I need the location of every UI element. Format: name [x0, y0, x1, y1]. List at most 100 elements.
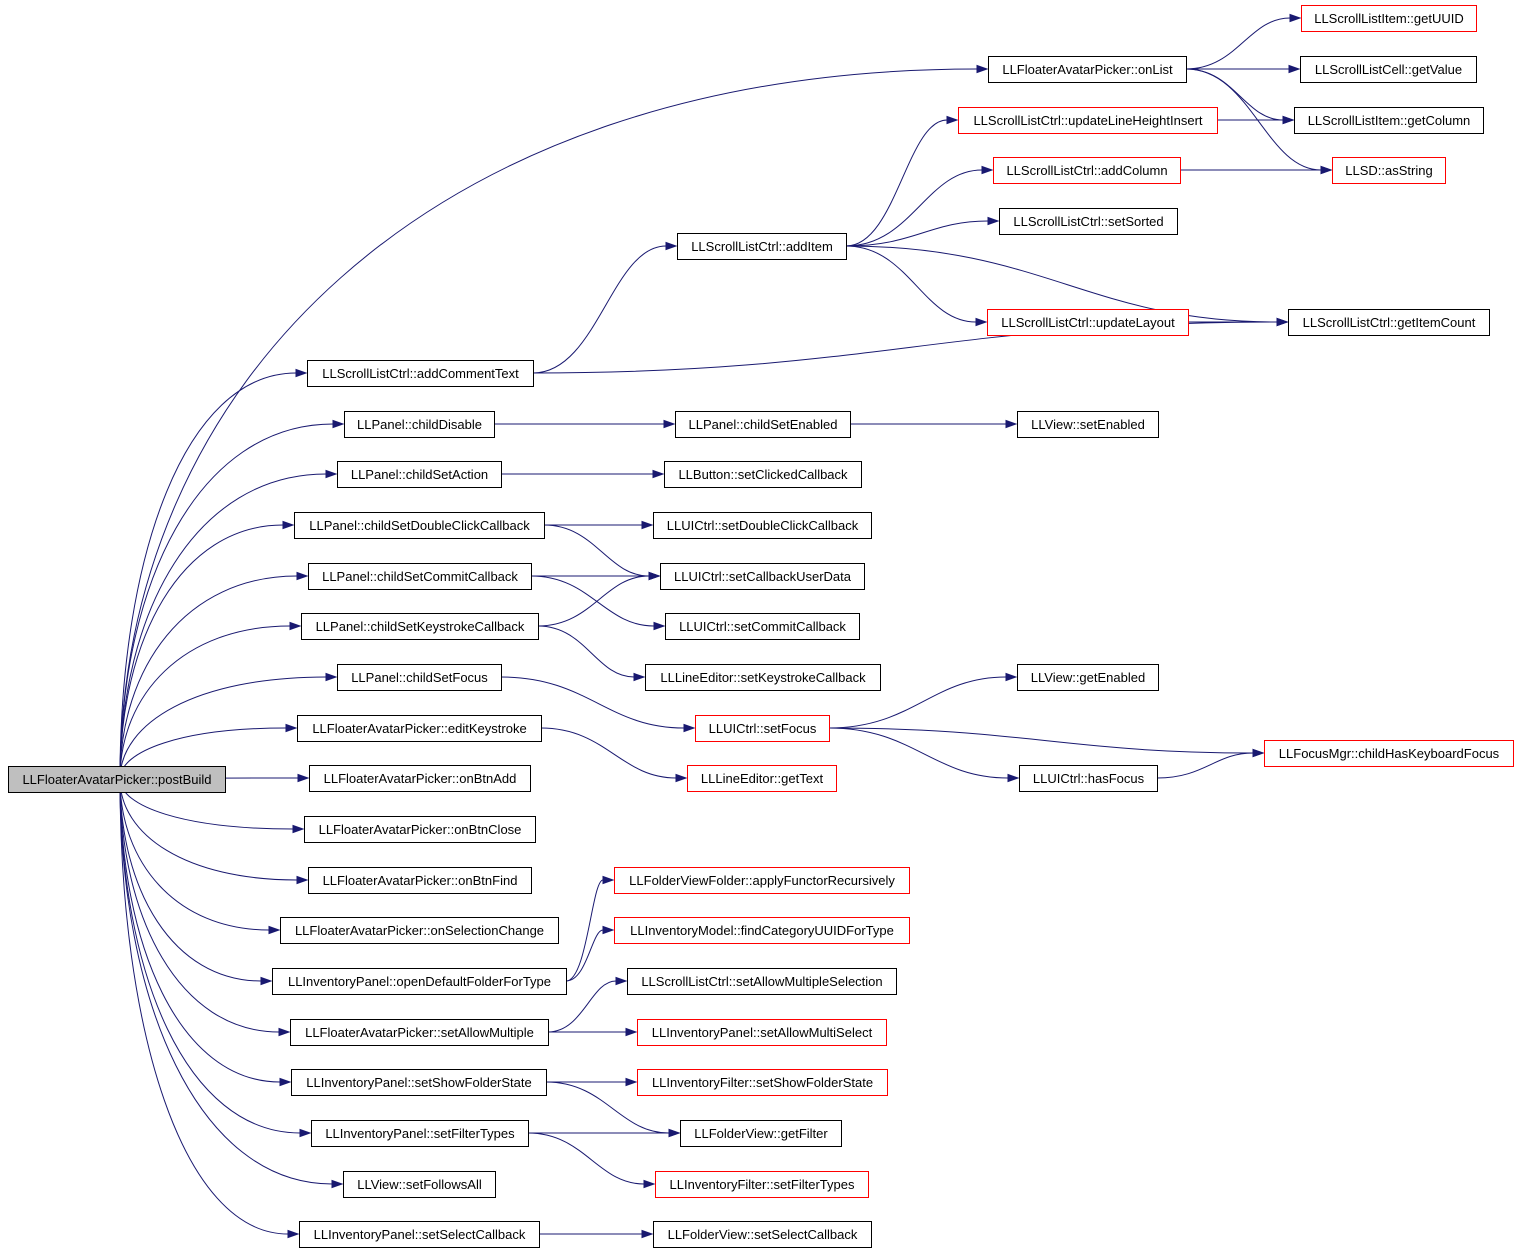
node-box [614, 917, 910, 944]
arrowhead-icon [633, 672, 646, 682]
node-layer: LLFloaterAvatarPicker::postBuildLLFloate… [8, 5, 1514, 1248]
graph-node-filter-set-ft[interactable]: LLInventoryFilter::setFilterTypes [655, 1171, 869, 1198]
graph-node-on-btn-add[interactable]: LLFloaterAvatarPicker::onBtnAdd [309, 765, 531, 792]
graph-node-as-string[interactable]: LLSD::asString [1332, 157, 1446, 184]
node-box [653, 512, 872, 539]
graph-node-child-set-kc[interactable]: LLPanel::childSetKeystrokeCallback [301, 613, 539, 640]
call-edge-edit-keystroke-to-get-text [540, 727, 688, 783]
graph-node-add-item[interactable]: LLScrollListCtrl::addItem [677, 233, 847, 260]
graph-node-set-show-fs[interactable]: LLInventoryPanel::setShowFolderState [291, 1069, 547, 1096]
graph-node-set-ams[interactable]: LLScrollListCtrl::setAllowMultipleSelect… [627, 968, 897, 995]
graph-node-set-enabled[interactable]: LLView::setEnabled [1017, 411, 1159, 438]
node-label: LLUICtrl::setCommitCallback [679, 619, 846, 634]
edge-line [527, 1132, 645, 1185]
edge-line [547, 980, 617, 1033]
graph-node-get-text[interactable]: LLLineEditor::getText [687, 765, 837, 792]
node-box [308, 563, 532, 590]
graph-node-find-cat[interactable]: LLInventoryModel::findCategoryUUIDForTyp… [614, 917, 910, 944]
graph-node-edit-keystroke[interactable]: LLFloaterAvatarPicker::editKeystroke [297, 715, 542, 742]
graph-node-set-allow-multiple[interactable]: LLFloaterAvatarPicker::setAllowMultiple [290, 1019, 549, 1046]
node-box [290, 1019, 549, 1046]
call-edge-set-focus-to-child-has-kf [828, 727, 1265, 758]
graph-node-set-cb-user-data[interactable]: LLUICtrl::setCallbackUserData [660, 563, 865, 590]
graph-node-on-btn-find[interactable]: LLFloaterAvatarPicker::onBtnFind [308, 867, 532, 894]
arrowhead-icon [976, 64, 989, 74]
edge-line [530, 575, 655, 627]
graph-node-add-column[interactable]: LLScrollListCtrl::addColumn [993, 157, 1181, 184]
arrowhead-icon [295, 368, 308, 378]
graph-node-child-has-kf[interactable]: LLFocusMgr::childHasKeyboardFocus [1264, 740, 1514, 767]
arrowhead-icon [299, 1128, 312, 1138]
call-edge-child-set-cc-to-set-commit-cb [530, 575, 666, 631]
graph-node-on-sel-change[interactable]: LLFloaterAvatarPicker::onSelectionChange [280, 917, 559, 944]
node-label: LLScrollListCtrl::addCommentText [322, 366, 519, 381]
call-edge-child-set-dcc-to-set-dcc [544, 520, 654, 530]
call-edge-set-focus-to-has-focus [828, 727, 1020, 783]
graph-node-child-disable[interactable]: LLPanel::childDisable [344, 411, 495, 438]
node-label: LLInventoryPanel::openDefaultFolderForTy… [288, 974, 551, 989]
graph-node-filter-show-fs[interactable]: LLInventoryFilter::setShowFolderState [637, 1069, 888, 1096]
node-label: LLFloaterAvatarPicker::onList [1002, 62, 1173, 77]
graph-node-set-commit-cb[interactable]: LLUICtrl::setCommitCallback [665, 613, 860, 640]
graph-node-update-lhi[interactable]: LLScrollListCtrl::updateLineHeightInsert [958, 107, 1218, 134]
node-box [301, 613, 539, 640]
node-label: LLScrollListCtrl::setAllowMultipleSelect… [641, 974, 882, 989]
node-label: LLFloaterAvatarPicker::onBtnFind [323, 873, 518, 888]
graph-node-set-filter-types[interactable]: LLInventoryPanel::setFilterTypes [311, 1120, 529, 1147]
arrowhead-icon [683, 723, 696, 733]
graph-node-set-focus[interactable]: LLUICtrl::setFocus [695, 715, 830, 742]
graph-node-child-set-action[interactable]: LLPanel::childSetAction [337, 461, 502, 488]
graph-node-child-set-focus[interactable]: LLPanel::childSetFocus [337, 664, 502, 691]
graph-node-has-focus[interactable]: LLUICtrl::hasFocus [1019, 765, 1158, 792]
call-edge-on-list-to-get-value [1186, 64, 1301, 74]
node-box [1017, 664, 1159, 691]
arrowhead-icon [981, 165, 994, 175]
call-edge-child-set-enabled-to-set-enabled [850, 419, 1018, 429]
graph-node-fv-set-select-cb[interactable]: LLFolderView::setSelectCallback [653, 1221, 872, 1248]
graph-node-apply-fr[interactable]: LLFolderViewFolder::applyFunctorRecursiv… [614, 867, 910, 894]
graph-node-child-set-enabled[interactable]: LLPanel::childSetEnabled [675, 411, 851, 438]
graph-node-set-clicked-cb[interactable]: LLButton::setClickedCallback [664, 461, 862, 488]
graph-node-root[interactable]: LLFloaterAvatarPicker::postBuild [8, 766, 226, 793]
graph-node-set-dcc[interactable]: LLUICtrl::setDoubleClickCallback [653, 512, 872, 539]
graph-node-get-enabled[interactable]: LLView::getEnabled [1017, 664, 1159, 691]
arrowhead-icon [260, 976, 273, 986]
node-box [637, 1069, 888, 1096]
graph-node-set-allow-multi-select[interactable]: LLInventoryPanel::setAllowMultiSelect [637, 1019, 887, 1046]
graph-node-get-item-count[interactable]: LLScrollListCtrl::getItemCount [1288, 309, 1490, 336]
node-label: LLPanel::childSetAction [351, 467, 488, 482]
graph-node-get-uuid[interactable]: LLScrollListItem::getUUID [1301, 5, 1477, 32]
node-label: LLFolderView::getFilter [694, 1126, 828, 1141]
graph-node-set-follows-all[interactable]: LLView::setFollowsAll [343, 1171, 496, 1198]
edge-line [119, 423, 334, 780]
graph-node-child-set-cc[interactable]: LLPanel::childSetCommitCallback [308, 563, 532, 590]
arrowhead-icon [325, 672, 338, 682]
node-label: LLInventoryPanel::setAllowMultiSelect [652, 1025, 873, 1040]
call-edge-set-allow-multiple-to-set-allow-multi-select [547, 1027, 638, 1037]
call-edge-root-to-add-comment [119, 368, 308, 780]
graph-node-set-keystroke-cb[interactable]: LLLineEditor::setKeystrokeCallback [645, 664, 881, 691]
graph-node-get-value[interactable]: LLScrollListCell::getValue [1300, 56, 1477, 83]
arrowhead-icon [675, 773, 688, 783]
call-edge-root-to-set-follows-all [119, 778, 344, 1189]
graph-node-get-column[interactable]: LLScrollListItem::getColumn [1294, 107, 1484, 134]
graph-node-on-list[interactable]: LLFloaterAvatarPicker::onList [988, 56, 1187, 83]
graph-node-set-select-cb[interactable]: LLInventoryPanel::setSelectCallback [299, 1221, 540, 1248]
node-label: LLSD::asString [1345, 163, 1432, 178]
node-box [999, 208, 1178, 235]
graph-node-on-btn-close[interactable]: LLFloaterAvatarPicker::onBtnClose [304, 816, 536, 843]
graph-node-get-filter[interactable]: LLFolderView::getFilter [680, 1120, 842, 1147]
graph-node-set-sorted[interactable]: LLScrollListCtrl::setSorted [999, 208, 1178, 235]
node-box [344, 411, 495, 438]
call-edge-root-to-on-sel-change [119, 778, 281, 935]
graph-node-open-default[interactable]: LLInventoryPanel::openDefaultFolderForTy… [272, 968, 567, 995]
graph-node-update-layout[interactable]: LLScrollListCtrl::updateLayout [987, 309, 1189, 336]
node-label: LLScrollListCtrl::addItem [691, 239, 833, 254]
graph-node-add-comment[interactable]: LLScrollListCtrl::addCommentText [307, 360, 534, 387]
arrowhead-icon [1289, 13, 1302, 23]
arrowhead-icon [331, 1179, 344, 1189]
node-box [675, 411, 851, 438]
node-box [653, 1221, 872, 1248]
call-edge-set-focus-to-get-enabled [828, 672, 1018, 729]
graph-node-child-set-dcc[interactable]: LLPanel::childSetDoubleClickCallback [294, 512, 545, 539]
